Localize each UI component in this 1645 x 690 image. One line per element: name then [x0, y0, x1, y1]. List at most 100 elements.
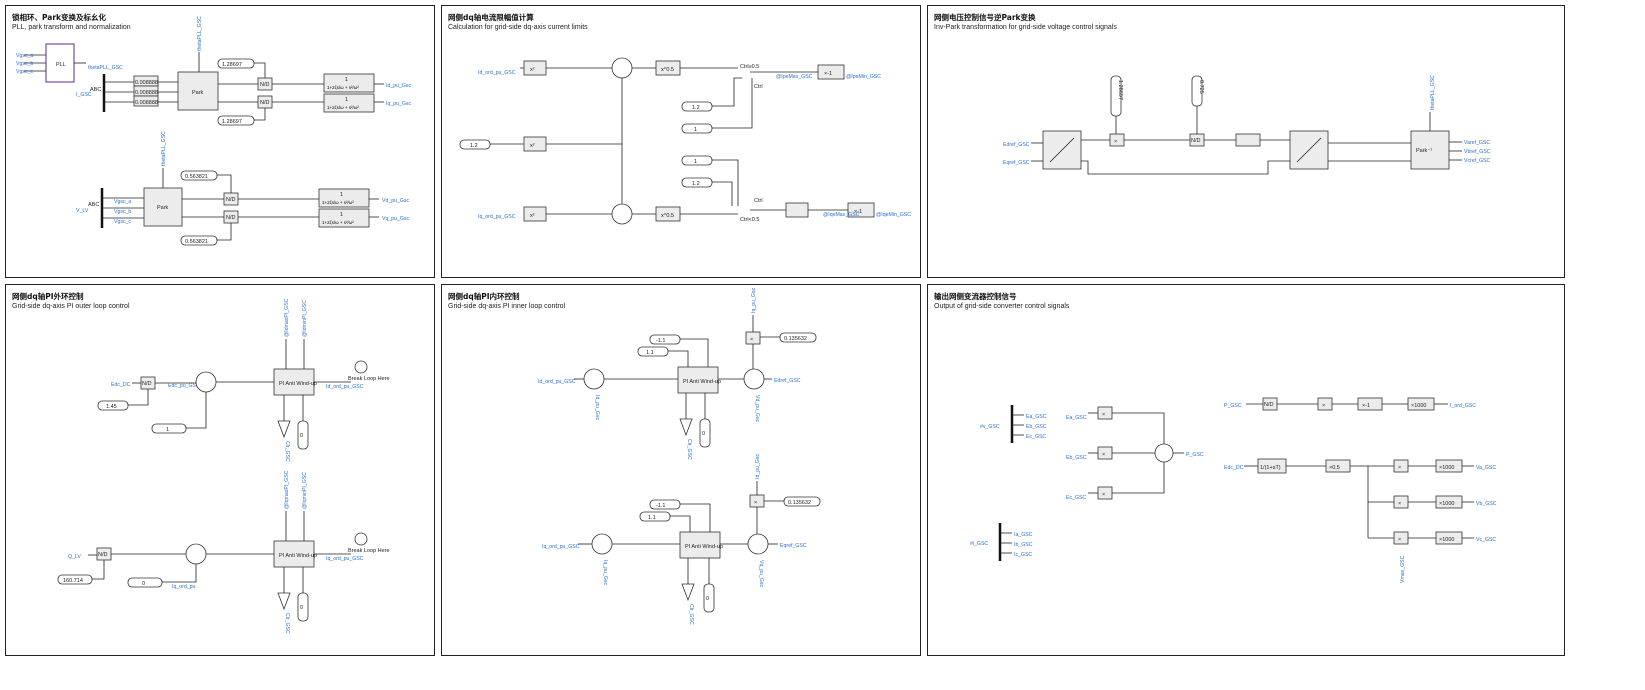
signal-eqref: Eqref_GSC: [780, 543, 807, 549]
panel-subtitle: PLL, park transform and normalization: [12, 24, 131, 31]
filter-block[interactable]: [318, 208, 370, 228]
signal-id-pu: Id_pu_Gsc: [594, 395, 600, 420]
pi-block[interactable]: [679, 531, 721, 559]
signal-clr: Clr_GSC: [284, 613, 290, 634]
park-block[interactable]: [177, 71, 219, 111]
switch-label: Ctrl≥0.5: [740, 64, 759, 70]
signal-p: P_GSC: [1224, 403, 1242, 409]
filter-block[interactable]: [323, 73, 375, 93]
square-block[interactable]: [523, 60, 547, 76]
gain-value: ×1000: [1439, 537, 1454, 543]
square-block[interactable]: [523, 136, 547, 152]
limiter-block[interactable]: [785, 202, 809, 218]
const-block[interactable]: [779, 332, 817, 343]
sum-junction[interactable]: [1154, 443, 1174, 463]
const-value: 0.135632: [784, 336, 807, 342]
negate-block[interactable]: [817, 64, 845, 80]
filter-block[interactable]: [323, 93, 375, 113]
sum-junction[interactable]: [611, 203, 633, 225]
svg-text:×: ×: [1398, 465, 1401, 471]
ctrl-label: Ctrl: [754, 84, 763, 90]
const-block[interactable]: [681, 177, 713, 188]
const-block[interactable]: [97, 400, 129, 411]
const-block[interactable]: [459, 139, 491, 150]
const-block[interactable]: [681, 155, 713, 166]
signal-vd-pu: Vd_pu_Gsc: [754, 395, 760, 423]
panel-subtitle: Inv-Park transformation for grid-side vo…: [934, 24, 1117, 31]
sum-junction[interactable]: [195, 371, 217, 393]
signal-vc: Vc_GSC: [1476, 537, 1496, 543]
sum-junction[interactable]: [583, 368, 605, 390]
filter-block[interactable]: [318, 188, 370, 208]
signal-iq-ord: Iq_ord_pu_GSC: [542, 544, 580, 550]
abc-label: ABC: [90, 87, 101, 93]
not-gate[interactable]: [277, 420, 291, 439]
signal-id-ord: Id_ord_pu_GSC: [326, 384, 364, 390]
park-block[interactable]: [143, 187, 183, 227]
panel-subtitle: Grid-side dq-axis PI outer loop control: [12, 303, 130, 310]
sum-junction[interactable]: [611, 57, 633, 79]
sum-junction[interactable]: [747, 533, 769, 555]
const-block[interactable]: [217, 58, 255, 69]
square-block[interactable]: [523, 206, 547, 222]
signal-v-lv: V_LV: [76, 208, 89, 214]
signal-vd-pu: Vd_pu_Gsc: [382, 198, 410, 204]
negate-label: ×-1: [854, 209, 862, 215]
not-gate[interactable]: [681, 583, 695, 602]
const-block[interactable]: [681, 101, 713, 112]
not-gate[interactable]: [679, 418, 693, 437]
pi-block[interactable]: [273, 540, 315, 568]
const-block[interactable]: [637, 346, 669, 357]
pi-block[interactable]: [273, 368, 315, 396]
signal-edref: Edref_GSC: [1003, 142, 1030, 148]
square-label: x²: [530, 67, 535, 73]
const-block[interactable]: [649, 499, 681, 510]
signal-idmin: @IdminPI_GSC: [302, 300, 308, 337]
sqrt-label: x^0.5: [661, 213, 674, 219]
signal-theta-out: thetaPLL_GSC: [88, 65, 123, 71]
ctrl-label: Ctrl: [754, 198, 763, 204]
svg-text:×: ×: [1398, 501, 1401, 507]
signal-ipemax: @IpeMax_GSC: [776, 74, 813, 80]
const-block[interactable]: [649, 334, 681, 345]
switch-label: Ctrl<0.5: [740, 217, 759, 223]
panel-title: 锁相环、Park变换及标幺化: [12, 13, 107, 22]
signal-iq-pu: Iq_pu_Gsc: [751, 288, 757, 313]
filter-den: 1+2ζs/ω + s²/ω²: [322, 220, 354, 225]
signal-varef: Varef_GSC: [1464, 140, 1490, 146]
inverse-park-block[interactable]: [1410, 130, 1450, 170]
const-value: 0.135632: [788, 500, 811, 506]
signal-eqref: Eqref_GSC: [1003, 160, 1030, 166]
signal-iq-ord: Iq_ord_pu: [172, 584, 195, 590]
break-loop[interactable]: [354, 532, 368, 546]
sum-junction[interactable]: [743, 368, 765, 390]
sum-junction[interactable]: [185, 543, 207, 565]
nd-label: N/D: [260, 82, 270, 88]
break-loop[interactable]: [354, 360, 368, 374]
signal-vbref: Vbref_GSC: [1464, 149, 1491, 155]
signal-vb: Vb_GSC: [1476, 501, 1497, 507]
const-block[interactable]: [57, 574, 93, 585]
const-block[interactable]: [639, 511, 671, 522]
svg-text:×: ×: [1398, 537, 1401, 543]
sum-junction[interactable]: [591, 533, 613, 555]
const-value: 160.714: [63, 578, 83, 584]
filter-num: 1: [345, 77, 348, 83]
inv-park-label: Park⁻¹: [1416, 148, 1432, 154]
const-block[interactable]: [783, 496, 821, 507]
const-block[interactable]: [127, 577, 163, 588]
pll-block[interactable]: [45, 43, 75, 83]
square-label: x²: [530, 213, 535, 219]
negate-block[interactable]: [847, 202, 875, 218]
const-value: 1.1: [648, 515, 656, 521]
const-block[interactable]: [151, 423, 187, 434]
const-block[interactable]: [217, 115, 255, 126]
const-block[interactable]: [180, 170, 218, 181]
gain-block[interactable]: [133, 95, 159, 107]
pi-block[interactable]: [677, 366, 719, 394]
not-gate[interactable]: [277, 592, 291, 611]
nd-label: N/D: [226, 215, 236, 221]
const-block[interactable]: [681, 123, 713, 134]
const-block[interactable]: [180, 235, 218, 246]
limiter-block[interactable]: [1235, 133, 1261, 147]
